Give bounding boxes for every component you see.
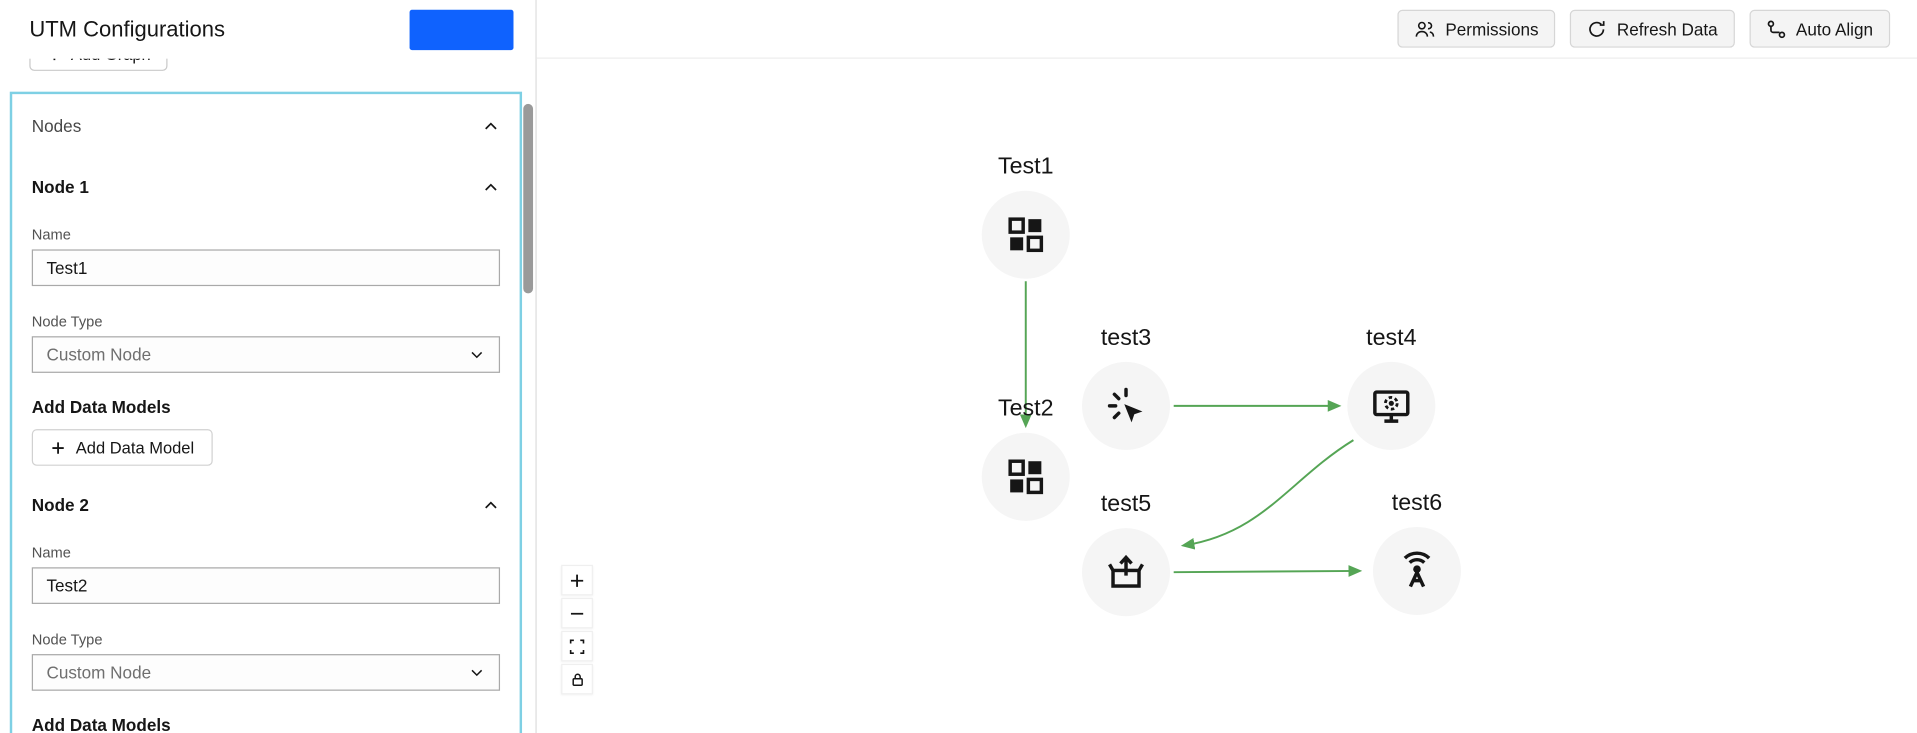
primary-action-button[interactable]: [409, 9, 514, 50]
node1-type-value: Custom Node: [46, 344, 152, 365]
chevron-down-icon: [468, 664, 485, 681]
node1-name-label: Name: [31, 226, 71, 244]
graph-node-label: test3: [1100, 325, 1152, 351]
graph-node-test4[interactable]: [1347, 361, 1436, 450]
grid-icon: [1005, 456, 1047, 498]
graph-node-test3[interactable]: [1082, 361, 1171, 450]
graph-node-label: Test1: [997, 154, 1054, 180]
node1-name-input[interactable]: [31, 249, 501, 287]
refresh-data-button[interactable]: Refresh Data: [1570, 9, 1735, 48]
flow-icon: [1767, 19, 1787, 39]
node2-accordion-header[interactable]: Node 2: [32, 490, 500, 519]
graph-node-label: test5: [1100, 491, 1152, 518]
grid-icon: [1005, 214, 1047, 256]
plus-icon: [50, 440, 66, 456]
node2-type-select[interactable]: Custom Node: [31, 654, 501, 691]
auto-align-label: Auto Align: [1795, 18, 1874, 39]
click-icon: [1105, 385, 1147, 427]
people-icon: [1415, 19, 1436, 39]
node2-data-models-label: Add Data Models: [31, 715, 171, 733]
page-title: UTM Configurations: [29, 16, 226, 41]
graph-node-label: test4: [1366, 325, 1417, 351]
graph-edges: [1019, 281, 1363, 577]
chevron-down-icon: [468, 346, 485, 363]
zoom-out-button[interactable]: [561, 597, 593, 629]
fit-view-icon: [569, 638, 586, 655]
node1-accordion-header[interactable]: Node 1: [32, 172, 500, 201]
node2-accordion-label: Node 2: [31, 495, 89, 515]
monitor-icon: [1371, 385, 1413, 427]
zoom-in-icon: [569, 572, 586, 589]
graph-node-test6[interactable]: [1372, 526, 1462, 615]
node1-data-models-label: Add Data Models: [31, 397, 171, 417]
sidebar-header: UTM Configurations: [0, 0, 536, 59]
node2-type-value: Custom Node: [46, 662, 152, 683]
nodes-config-panel: Nodes Node 1 Name Node Type Custom No: [9, 91, 523, 733]
broadcast-icon: [1396, 550, 1438, 592]
canvas-controls: [561, 564, 593, 695]
chevron-up-icon: [482, 178, 500, 196]
graph-node-label: Test2: [997, 396, 1054, 422]
lock-icon: [569, 671, 585, 688]
node1-type-select[interactable]: Custom Node: [31, 336, 501, 373]
box-icon: [1105, 551, 1147, 593]
node1-add-data-model-button[interactable]: Add Data Model: [31, 429, 213, 466]
chevron-up-icon: [482, 496, 500, 514]
node1-accordion-label: Node 1: [31, 177, 89, 197]
zoom-in-button[interactable]: [561, 564, 593, 596]
refresh-icon: [1587, 19, 1607, 39]
zoom-out-icon: [569, 605, 586, 622]
add-data-model-label: Add Data Model: [75, 438, 195, 457]
graph-node-test2[interactable]: [981, 432, 1070, 521]
scrollbar-thumb[interactable]: [523, 103, 534, 294]
auto-align-button[interactable]: Auto Align: [1749, 9, 1891, 48]
node2-name-input[interactable]: [31, 567, 501, 604]
lock-button[interactable]: [561, 663, 593, 695]
fit-view-button[interactable]: [561, 630, 593, 662]
chevron-up-icon: [482, 117, 500, 135]
permissions-label: Permissions: [1445, 18, 1539, 39]
node1-type-label: Node Type: [31, 312, 103, 331]
sidebar: UTM Configurations Add Graph Nodes: [0, 0, 537, 733]
nodes-accordion-label: Nodes: [31, 116, 82, 136]
node2-name-label: Name: [31, 544, 71, 562]
graph-node-test1[interactable]: [981, 190, 1070, 279]
canvas-toolbar: Permissions Refresh Data: [536, 0, 1917, 59]
sidebar-scrollbar[interactable]: [523, 59, 534, 733]
permissions-button[interactable]: Permissions: [1397, 9, 1556, 48]
graph-canvas[interactable]: Permissions Refresh Data: [536, 0, 1917, 733]
graph-node-label: test6: [1391, 490, 1443, 516]
graph-node-test5[interactable]: [1082, 528, 1171, 617]
refresh-data-label: Refresh Data: [1616, 18, 1718, 39]
nodes-accordion-header[interactable]: Nodes: [32, 111, 500, 140]
node2-type-label: Node Type: [31, 630, 103, 648]
